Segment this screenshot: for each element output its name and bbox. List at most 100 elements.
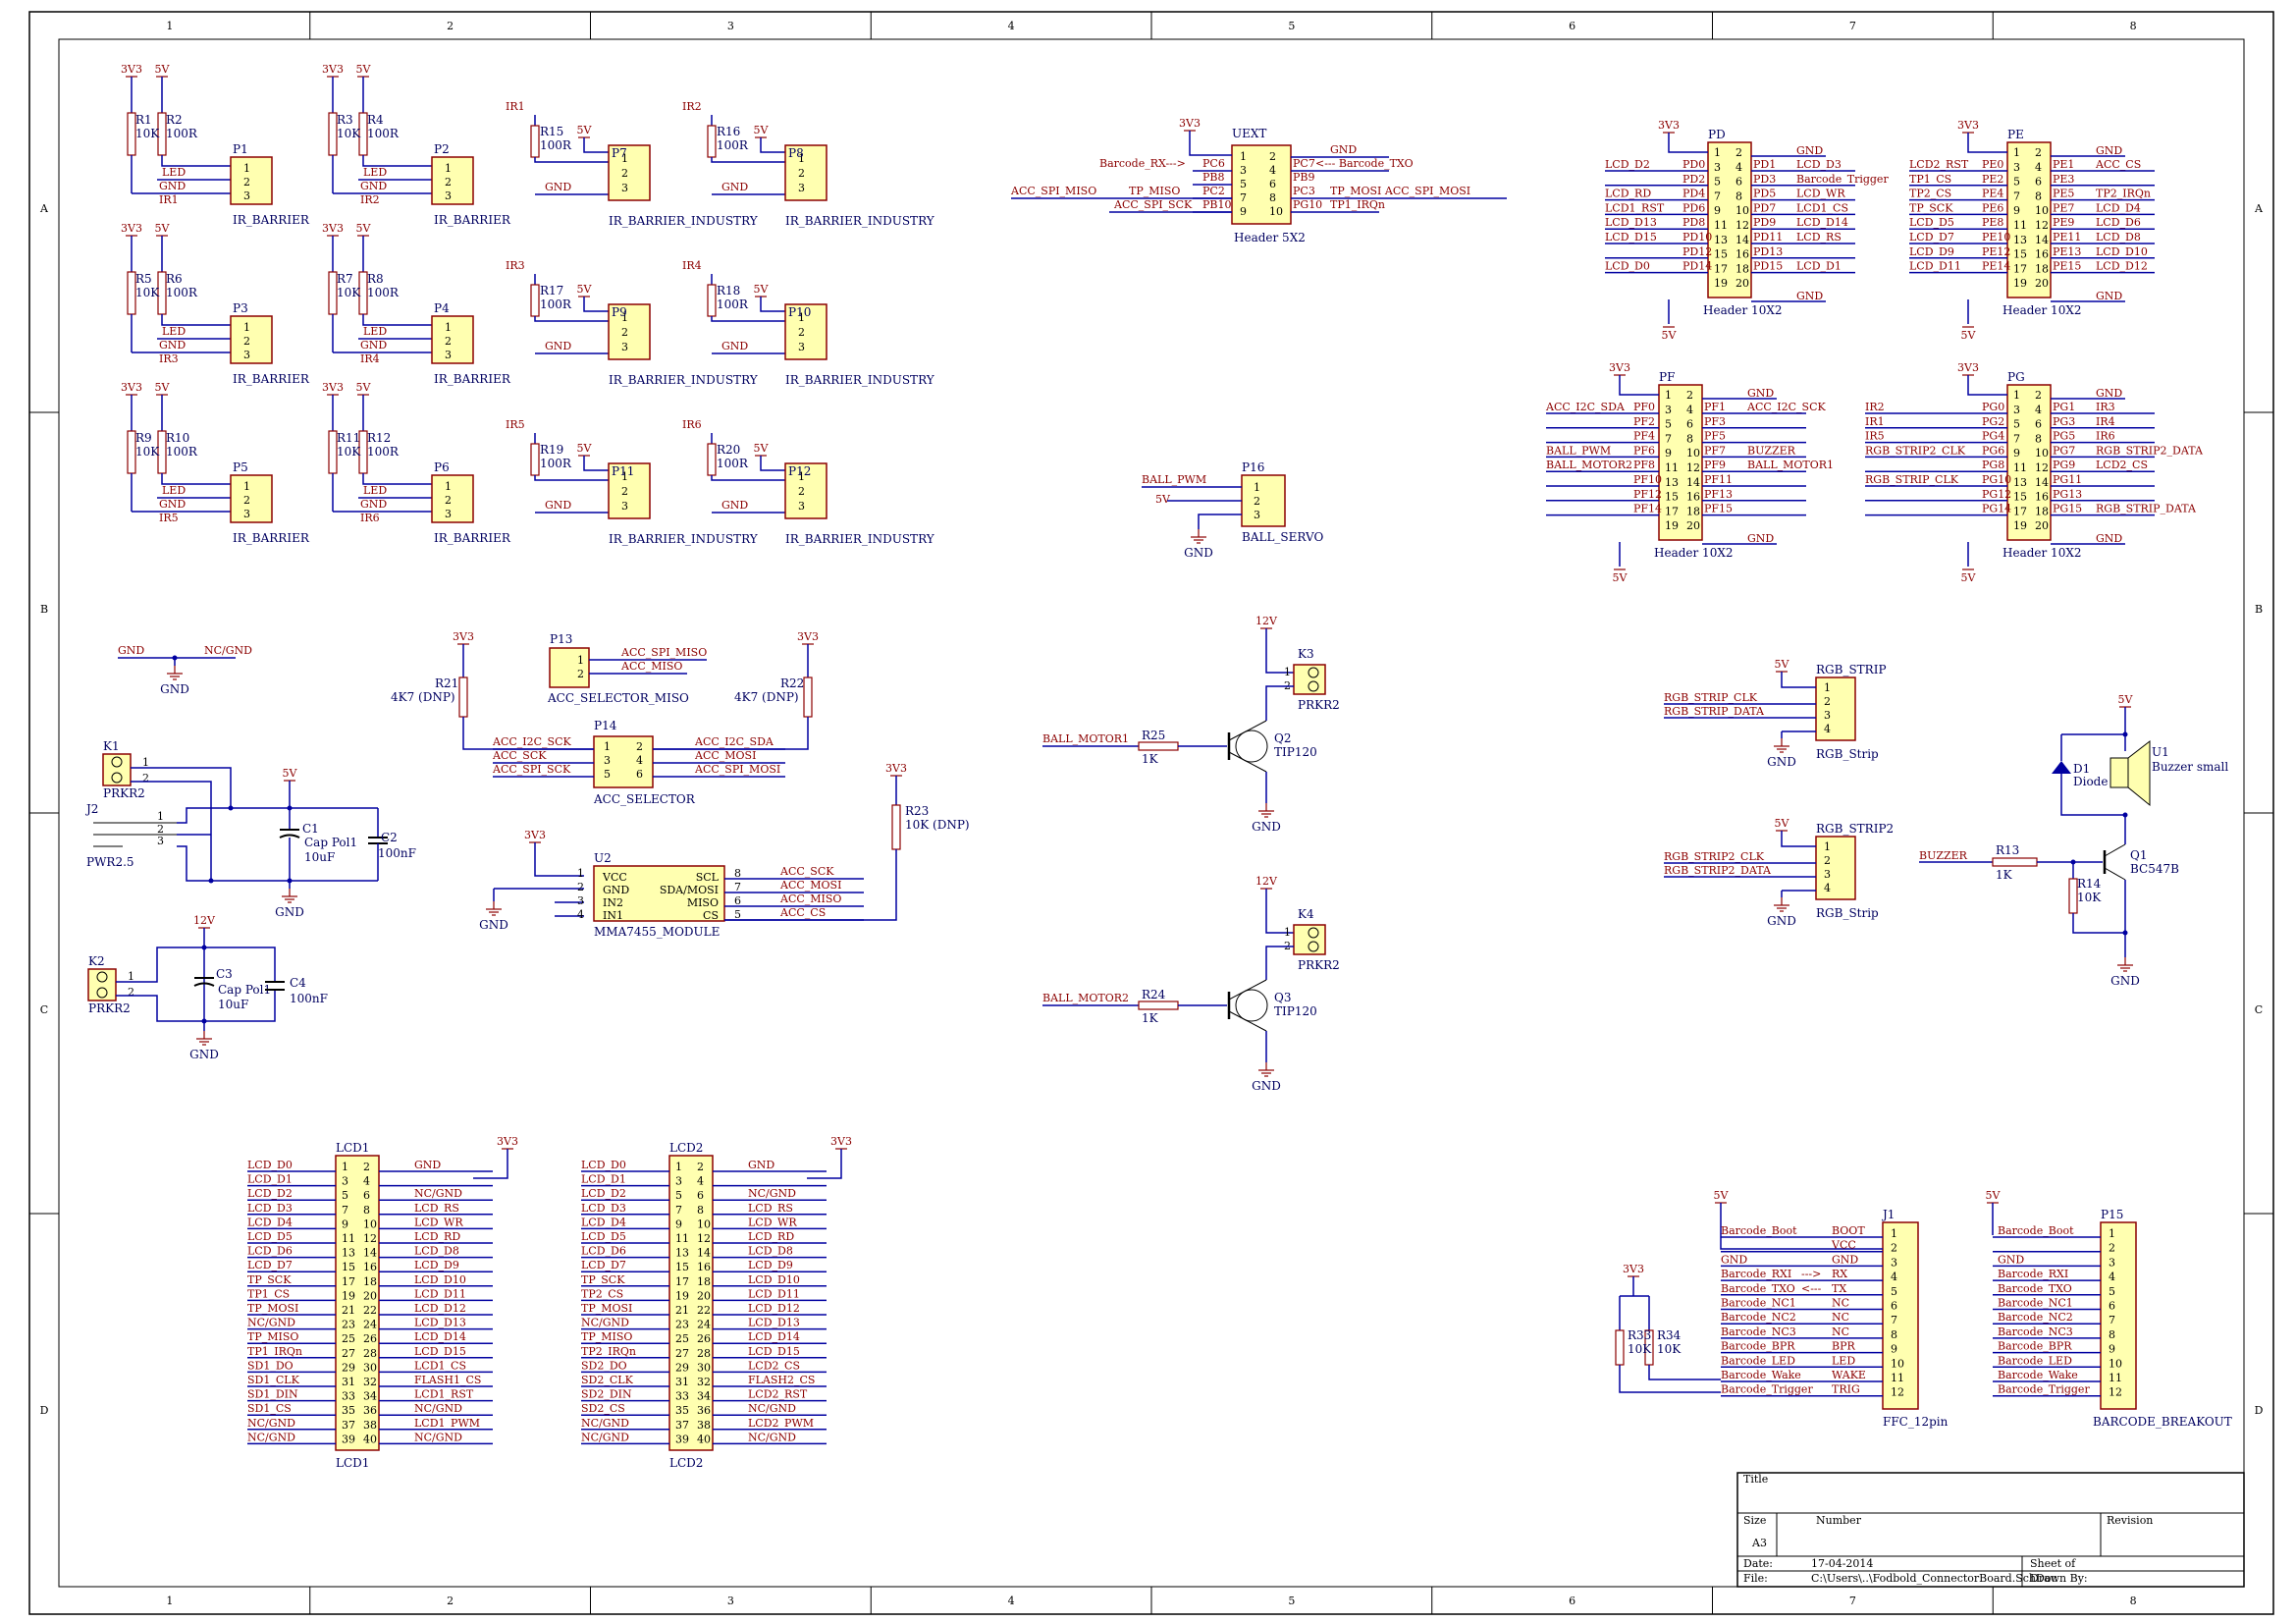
label: NC [1832, 1325, 1849, 1338]
grid-row-label: D [40, 1404, 49, 1417]
buzzer-u1 [2127, 739, 2151, 807]
label: TP2_CS [581, 1287, 623, 1300]
label: BALL_PWM [1546, 444, 1611, 457]
label: PD12 [1682, 245, 1712, 258]
label: ACC_I2C_SCK [492, 735, 571, 748]
label: 6 [2035, 418, 2042, 431]
connector-uext [1231, 144, 1292, 225]
label: Header 5X2 [1234, 231, 1306, 244]
label: Barcode_Trigger [1796, 173, 1889, 186]
label: 10uF [304, 850, 335, 864]
label: 10 [1686, 447, 1700, 460]
label: 100R [717, 298, 749, 311]
label: LCD2_PWM [748, 1417, 814, 1430]
label: RGB_STRIP_CLK [1664, 691, 1758, 704]
header-pd [1707, 141, 1752, 298]
label: GND [603, 884, 629, 896]
label: 3 [2109, 1256, 2115, 1269]
label: GND [2096, 387, 2122, 400]
power-label: 3V3 [121, 63, 142, 76]
label: 9 [1714, 204, 1721, 217]
label: PF15 [1704, 503, 1733, 515]
buzzer-u1 [2109, 757, 2129, 788]
power-label: 3V3 [121, 381, 142, 394]
label: 14 [363, 1247, 377, 1260]
label: LCD_D13 [1605, 216, 1657, 229]
label: LCD1_RST [1605, 201, 1665, 214]
resistor-R15 [530, 125, 540, 158]
label: 3 [445, 349, 452, 361]
label: TP_MOSI [581, 1302, 632, 1315]
label: 4 [1686, 404, 1693, 416]
label: LCD2_RST [748, 1388, 808, 1401]
label: 12 [2035, 461, 2049, 474]
label: GND [118, 644, 144, 657]
label: TP_SCK [581, 1273, 625, 1286]
label: 10 [2035, 204, 2049, 217]
label: TP_MOSI ACC_SPI_MOSI [1330, 185, 1470, 197]
label: 10K [337, 445, 361, 459]
label: NC/GND [581, 1417, 629, 1430]
label: 3 [157, 835, 164, 847]
label: LCD_D1 [1796, 260, 1842, 273]
connector-P4 [431, 315, 474, 364]
power-label: 3V3 [797, 630, 819, 643]
label: 1 [2109, 1227, 2115, 1240]
label: PF4 [1633, 430, 1655, 443]
label: 25 [675, 1332, 689, 1345]
label: 10K [337, 127, 361, 140]
label: Barcode_NC3 [1998, 1325, 2073, 1338]
ground-label: GND [2110, 974, 2140, 988]
label: PE9 [2053, 216, 2074, 229]
wire [131, 781, 212, 881]
label: LCD_D9 [1909, 245, 1954, 258]
label: GND [1747, 532, 1774, 545]
label: 2 [577, 881, 584, 893]
label: IR3 [159, 352, 179, 365]
label: U1 [2152, 745, 2169, 759]
label: 4 [636, 754, 643, 767]
label: MMA7455_MODULE [594, 925, 720, 939]
label: 2 [621, 326, 628, 339]
label: 6 [2035, 176, 2042, 189]
label: GND [159, 498, 186, 511]
header-pf [1658, 384, 1703, 541]
label: ACC_SCK [492, 749, 547, 762]
label: 8 [1735, 189, 1742, 202]
label: 29 [675, 1361, 689, 1374]
label: 100R [367, 127, 400, 140]
resistor-R19 [530, 443, 540, 476]
label: TP_MISO [581, 1330, 632, 1343]
label: 5V [1155, 493, 1171, 506]
label: FLASH2_CS [748, 1374, 815, 1386]
label: SD2_CLK [581, 1374, 634, 1386]
label: IR6 [360, 512, 380, 524]
label: 2 [1735, 146, 1742, 159]
label: LCD1_CS [1796, 201, 1848, 214]
power-label: 5V [1775, 817, 1790, 830]
wire [534, 157, 609, 163]
label: 9 [342, 1217, 348, 1230]
label: 35 [675, 1404, 689, 1417]
label: <--- Barcode_TXO [1315, 157, 1414, 170]
label: IR_BARRIER_INDUSTRY [609, 373, 759, 387]
label: 7 [2013, 189, 2020, 202]
resistor-r14 [2068, 878, 2078, 914]
label: IR_BARRIER_INDUSTRY [785, 373, 935, 387]
wire [177, 807, 378, 824]
label: 7 [734, 881, 741, 893]
label: PF3 [1704, 415, 1726, 428]
label: LCD2_RST [1909, 158, 1969, 171]
label: R3 [337, 113, 353, 127]
label: PF11 [1704, 473, 1733, 486]
label: C3 [216, 967, 233, 981]
label: NC/GND [748, 1431, 796, 1443]
resistor-R17 [530, 284, 540, 317]
label: NC/GND [247, 1431, 295, 1443]
label: 8 [1269, 191, 1276, 204]
ground-label: GND [1767, 755, 1796, 769]
label: ACC_MOSI [779, 879, 841, 892]
label: LCD_D14 [748, 1330, 800, 1343]
label: 2 [636, 740, 643, 753]
pin-name: MISO [687, 896, 719, 909]
